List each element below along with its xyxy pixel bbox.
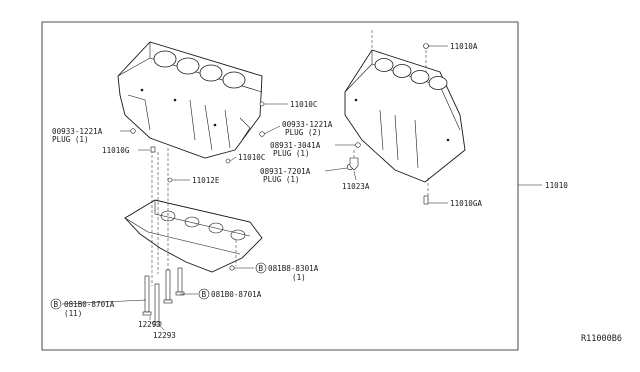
label-12293-a: 12293: [138, 320, 161, 329]
leader-lines: [61, 45, 448, 331]
label-plug-right-part: 00933-1221A: [282, 120, 333, 129]
label-11010c-upper: 11010C: [290, 100, 317, 109]
svg-text:B: B: [259, 264, 264, 273]
right-block-bores: [374, 58, 448, 90]
circle-b-marker: B: [255, 262, 267, 274]
label-plug-7201-qty: PLUG (1): [263, 175, 300, 184]
left-block-bores: [153, 50, 246, 89]
label-12293-b: 12293: [153, 331, 176, 340]
lower-crankcase: [124, 199, 263, 273]
label-bolt-8701-left-qty: (11): [64, 309, 82, 318]
left-cylinder-block: [117, 41, 263, 159]
circle-b-marker: B: [198, 288, 210, 300]
label-11010ga: 11010GA: [450, 199, 482, 208]
svg-text:B: B: [54, 300, 59, 309]
label-plug-7201-part: 08931-7201A: [260, 167, 311, 176]
alignment-guides: [151, 45, 429, 286]
label-bolt-8701-left: 081B0-8701A: [64, 300, 115, 309]
label-bolt-8701-right: 081B0-8701A: [211, 290, 262, 299]
label-11012e: 11012E: [192, 176, 220, 185]
label-plug-left-qty: PLUG (1): [52, 135, 89, 144]
label-plug-3041-part: 08931-3041A: [270, 141, 321, 150]
label-plug-right-qty: PLUG (2): [285, 128, 322, 137]
label-bolt-8301-qty: (1): [292, 273, 306, 282]
label-bolt-8301: 081B8-8301A: [268, 264, 319, 273]
main-bolts: [142, 267, 185, 326]
label-11010c-lower: 11010C: [238, 153, 265, 162]
label-11010a: 11010A: [450, 42, 478, 51]
svg-text:B: B: [202, 290, 207, 299]
diagram-reference-code: R11000B6: [581, 334, 622, 344]
right-cylinder-block: [344, 49, 466, 183]
label-11023a: 11023A: [342, 182, 370, 191]
assembly-frame: [41, 21, 519, 351]
label-plug-3041-qty: PLUG (1): [273, 149, 310, 158]
label-11010g: 11010G: [102, 146, 130, 155]
label-11010: 11010: [545, 181, 568, 190]
label-plug-left-part: 00933-1221A: [52, 127, 103, 136]
circle-b-marker: B: [50, 298, 62, 310]
